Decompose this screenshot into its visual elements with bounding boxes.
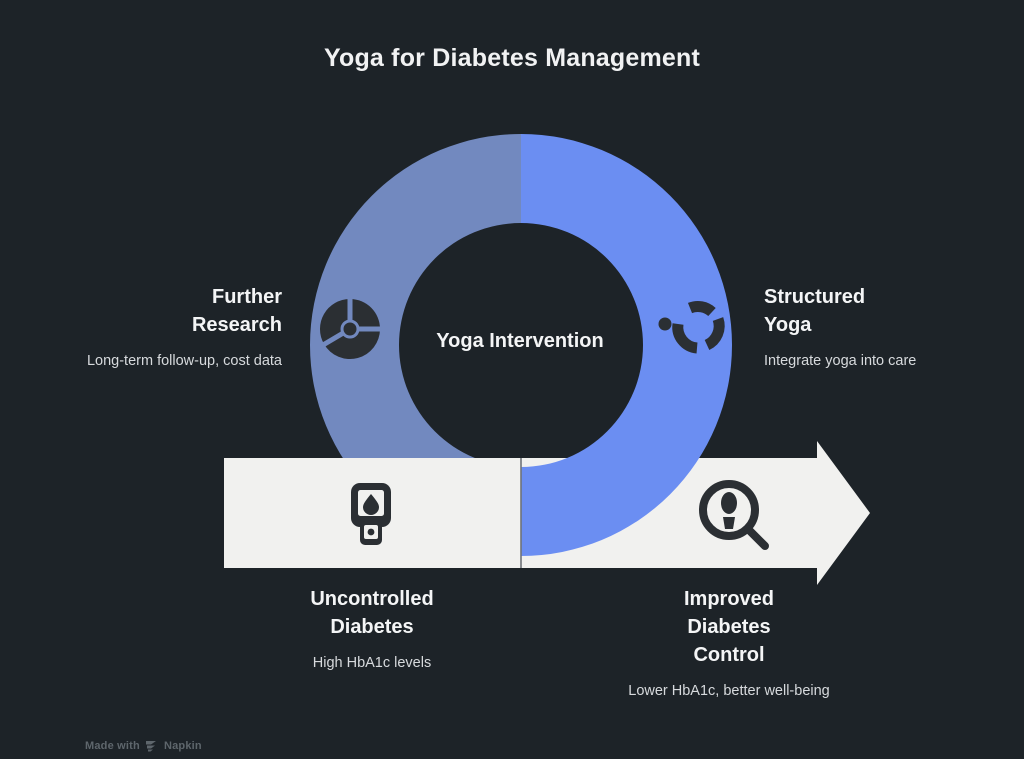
node-label-improved-diabetes-control: Improved Diabetes Control Lower HbA1c, b… bbox=[628, 585, 830, 702]
footer-brand-label: Napkin bbox=[163, 739, 202, 752]
node-title-structured-yoga: Structured Yoga bbox=[764, 286, 866, 336]
node-desc-structured-yoga: Integrate yoga into care bbox=[764, 353, 917, 369]
node-label-uncontrolled-diabetes: Uncontrolled Diabetes High HbA1c levels bbox=[272, 585, 472, 674]
page-title: Yoga for Diabetes Management bbox=[323, 44, 701, 72]
node-label-further-research: Further Research Long-term follow-up, co… bbox=[60, 283, 282, 372]
node-label-structured-yoga: Structured Yoga Integrate yoga into care bbox=[764, 283, 994, 372]
node-desc-improved-diabetes-control: Lower HbA1c, better well-being bbox=[628, 683, 830, 699]
footer-made-with-label: Made with bbox=[85, 739, 140, 752]
node-title-improved-diabetes-control: Improved Diabetes Control bbox=[683, 588, 775, 666]
magnifier-person-icon bbox=[699, 480, 769, 550]
node-desc-uncontrolled-diabetes: High HbA1c levels bbox=[312, 655, 432, 671]
node-desc-further-research: Long-term follow-up, cost data bbox=[86, 353, 282, 369]
glucose-meter-icon bbox=[351, 483, 391, 545]
napkin-logo-icon bbox=[145, 741, 156, 752]
center-label: Yoga Intervention bbox=[436, 330, 604, 352]
ring-segment-left bbox=[310, 134, 521, 556]
node-title-further-research: Further Research bbox=[191, 286, 282, 336]
ring-segment-right bbox=[521, 134, 732, 556]
segmented-circle-icon bbox=[658, 301, 725, 354]
pie-chart-icon bbox=[319, 298, 381, 360]
footer-watermark: Made with Napkin bbox=[85, 739, 202, 752]
node-title-uncontrolled-diabetes: Uncontrolled Diabetes bbox=[310, 588, 434, 638]
